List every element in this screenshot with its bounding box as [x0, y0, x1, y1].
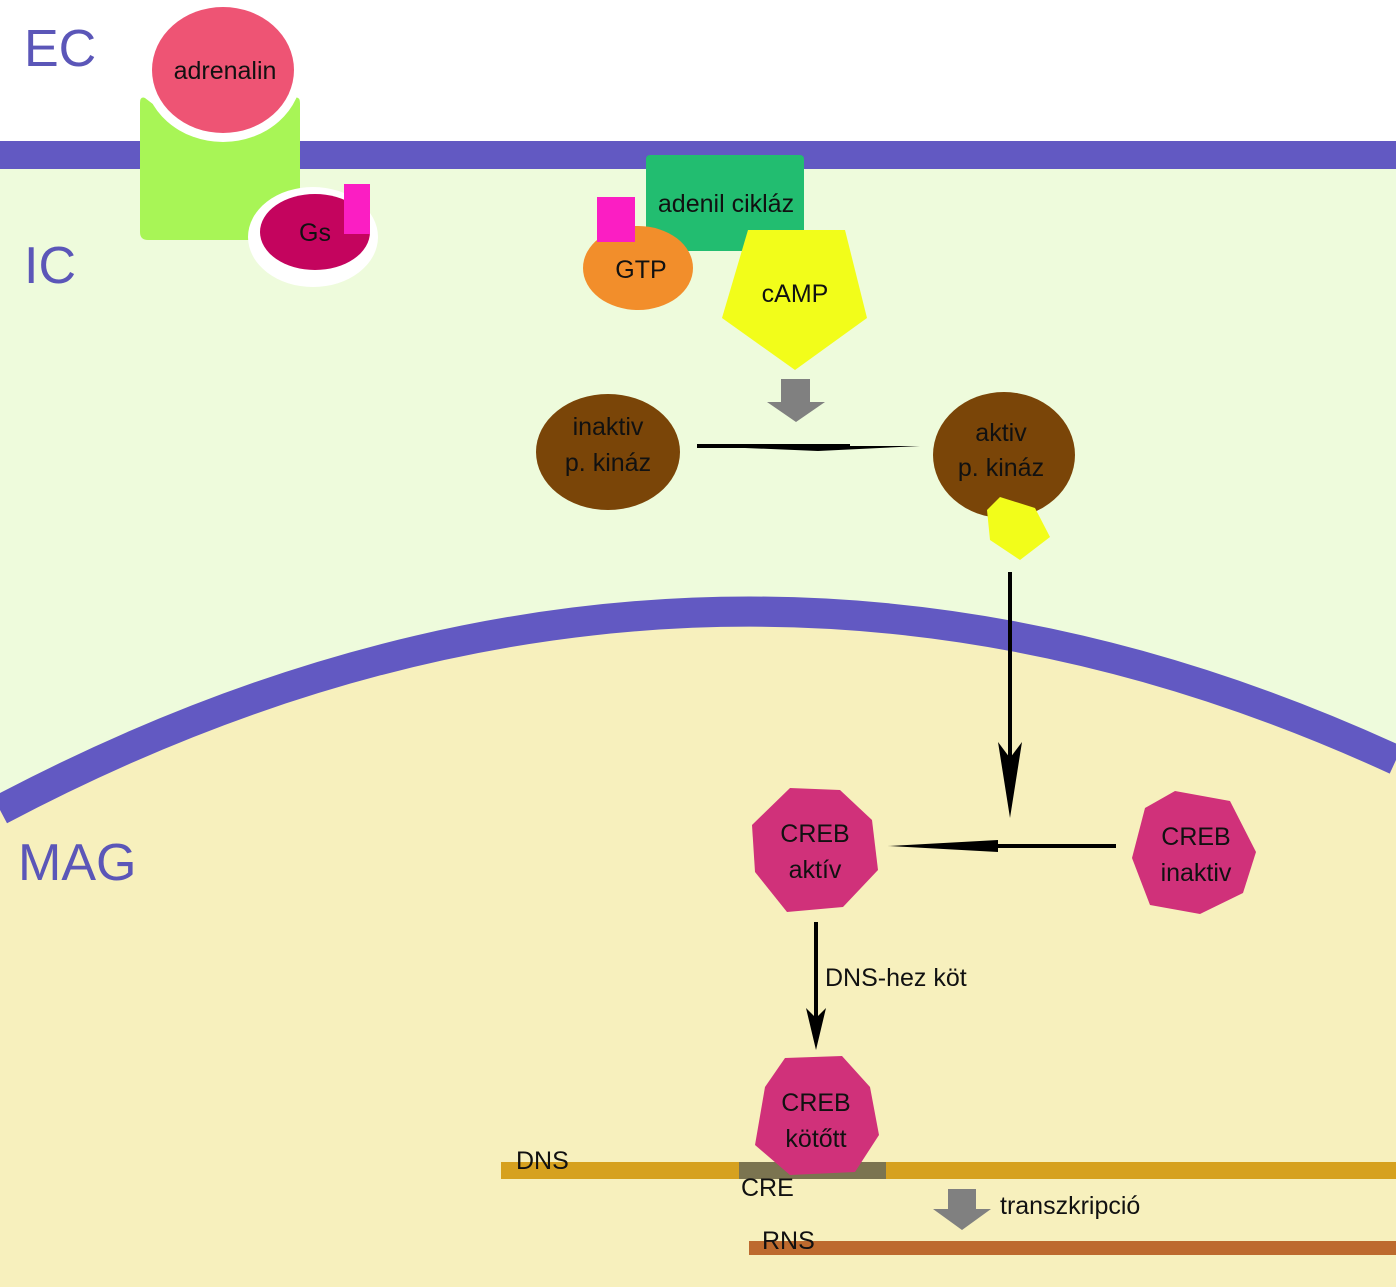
- nucleus: [0, 611, 1396, 1287]
- dna-strand: [501, 1162, 1396, 1179]
- gtp-label: GTP: [615, 256, 666, 284]
- adrenalin-molecule: [152, 7, 294, 133]
- creb-active-label-line1: CREB: [780, 820, 849, 848]
- active-pk-label-line2: p. kináz: [958, 454, 1044, 482]
- transcription-label: transzkripció: [1000, 1192, 1140, 1220]
- creb-inactive-label-line2: inaktiv: [1161, 859, 1232, 887]
- cre-label: CRE: [741, 1174, 794, 1202]
- gtp-molecule: [583, 226, 693, 310]
- creb-active: [752, 788, 878, 912]
- adenyl-cyclase: [646, 155, 804, 251]
- region-label-ic: IC: [24, 237, 76, 295]
- bound-camp-icon: [987, 497, 1050, 560]
- active-pk-label-line1: aktiv: [975, 419, 1027, 447]
- creb-bound-label-line2: kötőtt: [785, 1125, 846, 1153]
- inactive-pk-label-line2: p. kináz: [565, 449, 651, 477]
- inactive-pk-label-line1: inaktiv: [573, 413, 644, 441]
- creb-bound: [755, 1056, 879, 1175]
- creb-activation-arrowhead: [888, 840, 998, 852]
- creb-inactive: [1132, 791, 1256, 914]
- creb-bound-label-line1: CREB: [781, 1089, 850, 1117]
- camp-molecule: [722, 230, 867, 370]
- region-label-ec: EC: [24, 20, 96, 78]
- nuclear-membrane: [0, 596, 1396, 824]
- inactive-protein-kinase: [536, 394, 680, 510]
- nuclear-translocation-arrowhead: [998, 742, 1022, 818]
- gs-gtp-tag: [344, 184, 370, 234]
- creb-inactive-label-line1: CREB: [1161, 823, 1230, 851]
- gs-label: Gs: [299, 219, 331, 247]
- adenyl-cyclase-label: adenil cikláz: [658, 190, 794, 218]
- dna-binding-arrowhead: [806, 1008, 826, 1050]
- gtp-tag: [597, 197, 635, 242]
- transcription-arrow: [933, 1189, 991, 1230]
- dna-binding-label: DNS-hez köt: [825, 964, 967, 992]
- region-label-mag: MAG: [18, 834, 136, 892]
- active-protein-kinase: [933, 392, 1075, 518]
- camp-activation-arrow: [767, 379, 825, 422]
- creb-active-label-line2: aktív: [789, 856, 842, 884]
- gs-protein: [260, 194, 370, 270]
- camp-label: cAMP: [762, 280, 829, 308]
- adrenalin-label: adrenalin: [174, 57, 277, 85]
- rna-strand: [749, 1241, 1396, 1255]
- dna-label: DNS: [516, 1147, 569, 1175]
- rna-label: RNS: [762, 1227, 815, 1255]
